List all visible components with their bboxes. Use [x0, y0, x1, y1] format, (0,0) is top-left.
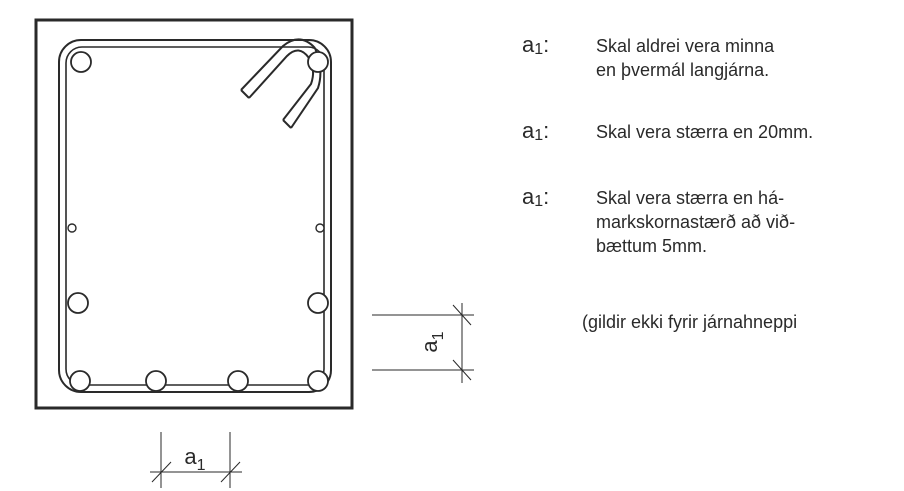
rule-3-symbol: a1:	[522, 184, 550, 210]
longitudinal-bars	[67, 51, 329, 392]
dimension-label-vertical: a1	[417, 331, 447, 352]
stirrup-hook	[240, 38, 322, 129]
bar-mid-right	[307, 292, 329, 314]
bar-mid-left	[67, 292, 89, 314]
bar-bottom-1	[69, 370, 91, 392]
bar-top-right	[307, 51, 329, 73]
bar-bottom-2	[145, 370, 167, 392]
rule-1-symbol: a1:	[522, 32, 550, 58]
rule-1-text: Skal aldrei vera minna en þvermál langjá…	[596, 36, 775, 80]
rule-3-text: Skal vera stærra en há- markskornastærð …	[596, 188, 796, 256]
small-bars	[67, 223, 325, 233]
bar-bottom-3	[227, 370, 249, 392]
rule-2-symbol: a1:	[522, 118, 550, 144]
concrete-section-outline	[34, 18, 354, 410]
small-bar-right	[315, 223, 325, 233]
stirrup-outer	[58, 39, 332, 393]
bar-bottom-4	[307, 370, 329, 392]
rule-2-text: Skal vera stærra en 20mm.	[596, 122, 814, 142]
dimension-label-horizontal: a1	[184, 444, 205, 474]
bar-top-left	[70, 51, 92, 73]
dimension-vertical	[372, 303, 474, 383]
stirrup-inner	[65, 46, 325, 386]
dimension-horizontal	[150, 432, 242, 488]
small-bar-left	[67, 223, 77, 233]
note-text: (gildir ekki fyrir járnahneppi	[582, 312, 798, 332]
